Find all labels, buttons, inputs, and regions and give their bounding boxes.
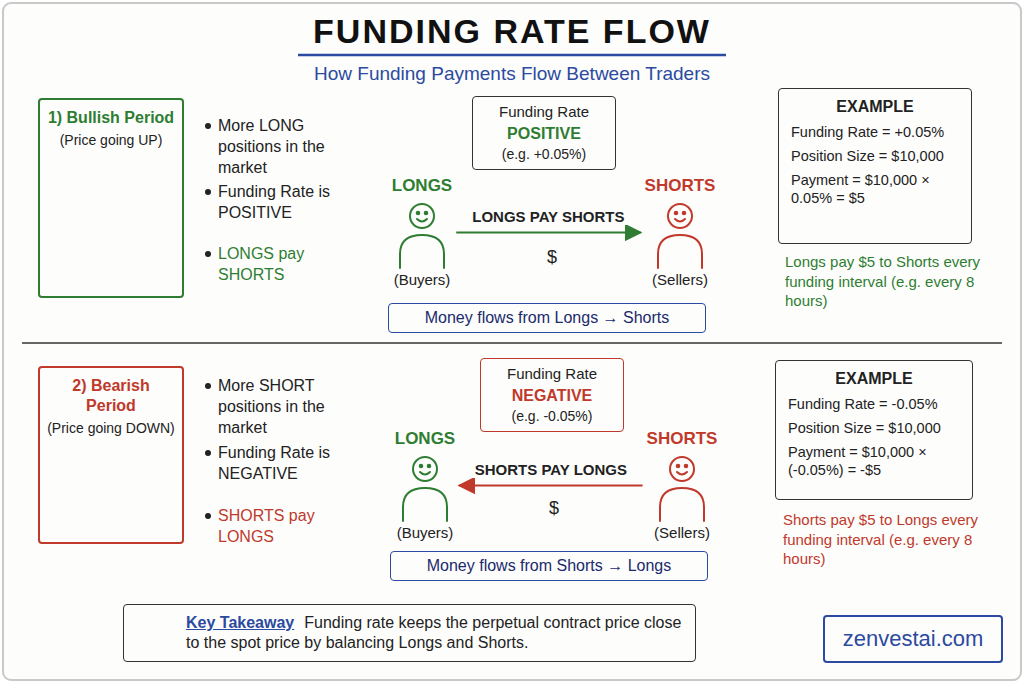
bullet-dot xyxy=(205,513,211,519)
node-text: Position Size = $10,000 xyxy=(788,419,960,437)
node-heading: LONGS xyxy=(392,175,452,196)
rate-box: Funding RateNEGATIVE (e.g. -0.05%) xyxy=(480,358,624,432)
trader-node: SHORTS (Sellers) xyxy=(643,428,722,543)
node-heading: EXAMPLE xyxy=(791,97,959,117)
bullet-text: More SHORT positions in the market xyxy=(218,376,366,438)
long-trader-icon xyxy=(400,204,444,268)
node-heading: SHORTS xyxy=(645,175,716,196)
node-heading: 1) Bullish Period xyxy=(46,108,176,128)
title-underline xyxy=(298,54,726,57)
node-heading: 2) Bearish Period xyxy=(46,376,176,416)
section-divider xyxy=(22,342,1002,344)
board-frame xyxy=(3,3,1021,680)
bullet-text: Funding Rate is POSITIVE xyxy=(218,182,366,224)
period-box: 2) Bearish Period (Price going DOWN) xyxy=(38,366,184,544)
node-heading: EXAMPLE xyxy=(788,369,960,389)
example-box: EXAMPLE Funding Rate = -0.05% Position Siz… xyxy=(775,360,973,500)
node-heading: SHORTS xyxy=(647,428,718,449)
node-heading: LONGS xyxy=(395,428,455,449)
trader-node: LONGS (Buyers) xyxy=(391,428,459,543)
takeaway-box: Key TakeawayFunding rate keeps the perpe… xyxy=(123,604,696,662)
node-heading: Funding Rate xyxy=(487,365,617,384)
long-trader-icon xyxy=(403,457,447,521)
bullet-dot xyxy=(205,251,211,257)
node-text: Payment = $10,000 × (-0.05%) = -$5 xyxy=(788,443,960,479)
node-heading: Money flows from Longs → Shorts xyxy=(397,308,697,328)
interval-note: Shorts pay $5 to Longs every funding int… xyxy=(783,510,979,569)
short-trader-icon xyxy=(658,204,702,268)
period-box: 1) Bullish Period (Price going UP) xyxy=(38,98,184,298)
bullet-dot xyxy=(205,123,211,129)
node-text: (Buyers) xyxy=(395,524,455,543)
bullet-text: Funding Rate is NEGATIVE xyxy=(218,443,366,485)
node-text: (Sellers) xyxy=(645,271,716,290)
node-heading: zenvestai.com xyxy=(833,625,993,653)
node-text: Payment = $10,000 × 0.05% = $5 xyxy=(791,171,959,207)
bullet-text: SHORTS pay LONGS xyxy=(218,506,366,548)
subtitle: How Funding Payments Flow Between Trader… xyxy=(0,62,1024,87)
node-heading: Funding Rate xyxy=(479,103,609,122)
node-text: (Price going DOWN) xyxy=(46,420,176,438)
node-text: POSITIVE xyxy=(479,124,609,144)
node-text: Position Size = $10,000 xyxy=(791,147,959,165)
edge-label: SHORTS PAY LONGS xyxy=(472,461,630,478)
trader-node: LONGS (Buyers) xyxy=(388,175,456,290)
bullet-dot xyxy=(205,450,211,456)
node-text: (Buyers) xyxy=(392,271,452,290)
node-text: (Sellers) xyxy=(647,524,718,543)
flow-box: Money flows from Longs → Shorts xyxy=(388,303,706,333)
node-text: (e.g. -0.05%) xyxy=(487,408,617,426)
node-text: NEGATIVE xyxy=(487,386,617,406)
node-heading: Money flows from Shorts → Longs xyxy=(399,556,699,576)
rate-box: Funding RatePOSITIVE (e.g. +0.05%) xyxy=(472,96,616,170)
trader-node: SHORTS (Sellers) xyxy=(641,175,720,290)
short-trader-icon xyxy=(660,457,704,521)
bullet-dot xyxy=(205,189,211,195)
bullet-dot xyxy=(205,383,211,389)
node-heading: Key Takeaway xyxy=(186,614,294,631)
interval-note: Longs pay $5 to Shorts every funding int… xyxy=(785,252,981,311)
money-symbol: $ xyxy=(538,497,570,520)
example-box: EXAMPLE Funding Rate = +0.05% Position Siz… xyxy=(778,88,972,244)
node-text: (Price going UP) xyxy=(46,132,176,150)
edge-label: LONGS PAY SHORTS xyxy=(469,208,627,225)
bullet-text: More LONG positions in the market xyxy=(218,116,366,178)
brand-box: zenvestai.com xyxy=(823,615,1003,663)
flow-arrow xyxy=(456,231,640,233)
title: FUNDING RATE FLOW xyxy=(0,12,1024,51)
bullet-text: LONGS pay SHORTS xyxy=(218,244,366,286)
node-text: Funding Rate = +0.05% xyxy=(791,123,959,141)
flow-box: Money flows from Shorts → Longs xyxy=(390,551,708,581)
money-symbol: $ xyxy=(536,246,568,269)
flow-arrow xyxy=(459,484,642,486)
node-text: (e.g. +0.05%) xyxy=(479,146,609,164)
node-text: Funding Rate = -0.05% xyxy=(788,395,960,413)
